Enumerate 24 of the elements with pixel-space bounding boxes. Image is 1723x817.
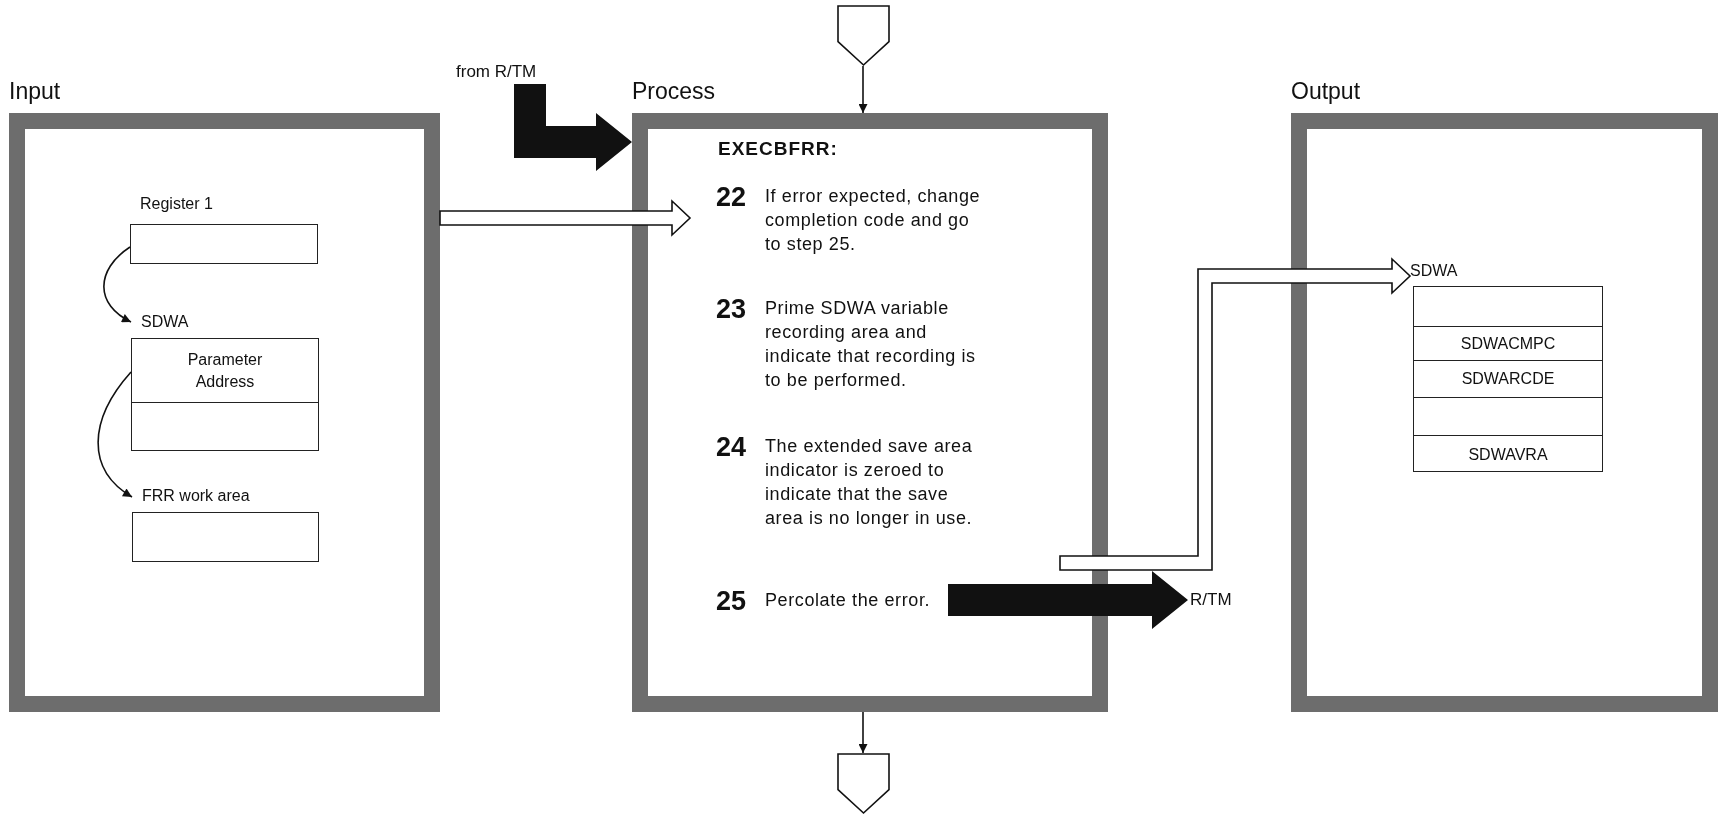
field-label: Register 1	[140, 195, 213, 213]
step-text: Percolate the error.	[765, 589, 932, 612]
section-title: Output	[1291, 78, 1361, 105]
step-number: 24	[716, 432, 747, 463]
step-number: 22	[716, 182, 747, 213]
step-text: The extended save area indicator is zeroed to indicate that the save area is no longer in use.	[765, 435, 974, 530]
module-name: EXECBFRR:	[718, 138, 838, 160]
off-page-connector	[837, 753, 890, 814]
step-number: 25	[716, 586, 747, 617]
step-number: 23	[716, 294, 747, 325]
section-title: Process	[632, 78, 716, 105]
field-label: FRR work area	[142, 487, 250, 505]
section-title: Input	[9, 78, 61, 105]
field-name: SDWAVRA	[1468, 444, 1548, 465]
field-name: Parameter Address	[186, 349, 264, 392]
connector-label: R/TM	[1190, 590, 1232, 610]
off-page-connector	[837, 5, 890, 66]
field-name: SDWACMPC	[1460, 333, 1556, 354]
field-name: SDWARCDE	[1461, 369, 1555, 389]
connector-label: from R/TM	[456, 62, 537, 82]
field-label: SDWA	[1410, 262, 1458, 280]
field-label: SDWA	[141, 313, 189, 331]
step-text: If error expected, change completion code and go to step 25.	[765, 185, 982, 256]
step-text: Prime SDWA variable recording area and indicate that recording is to be performed.	[765, 297, 977, 392]
